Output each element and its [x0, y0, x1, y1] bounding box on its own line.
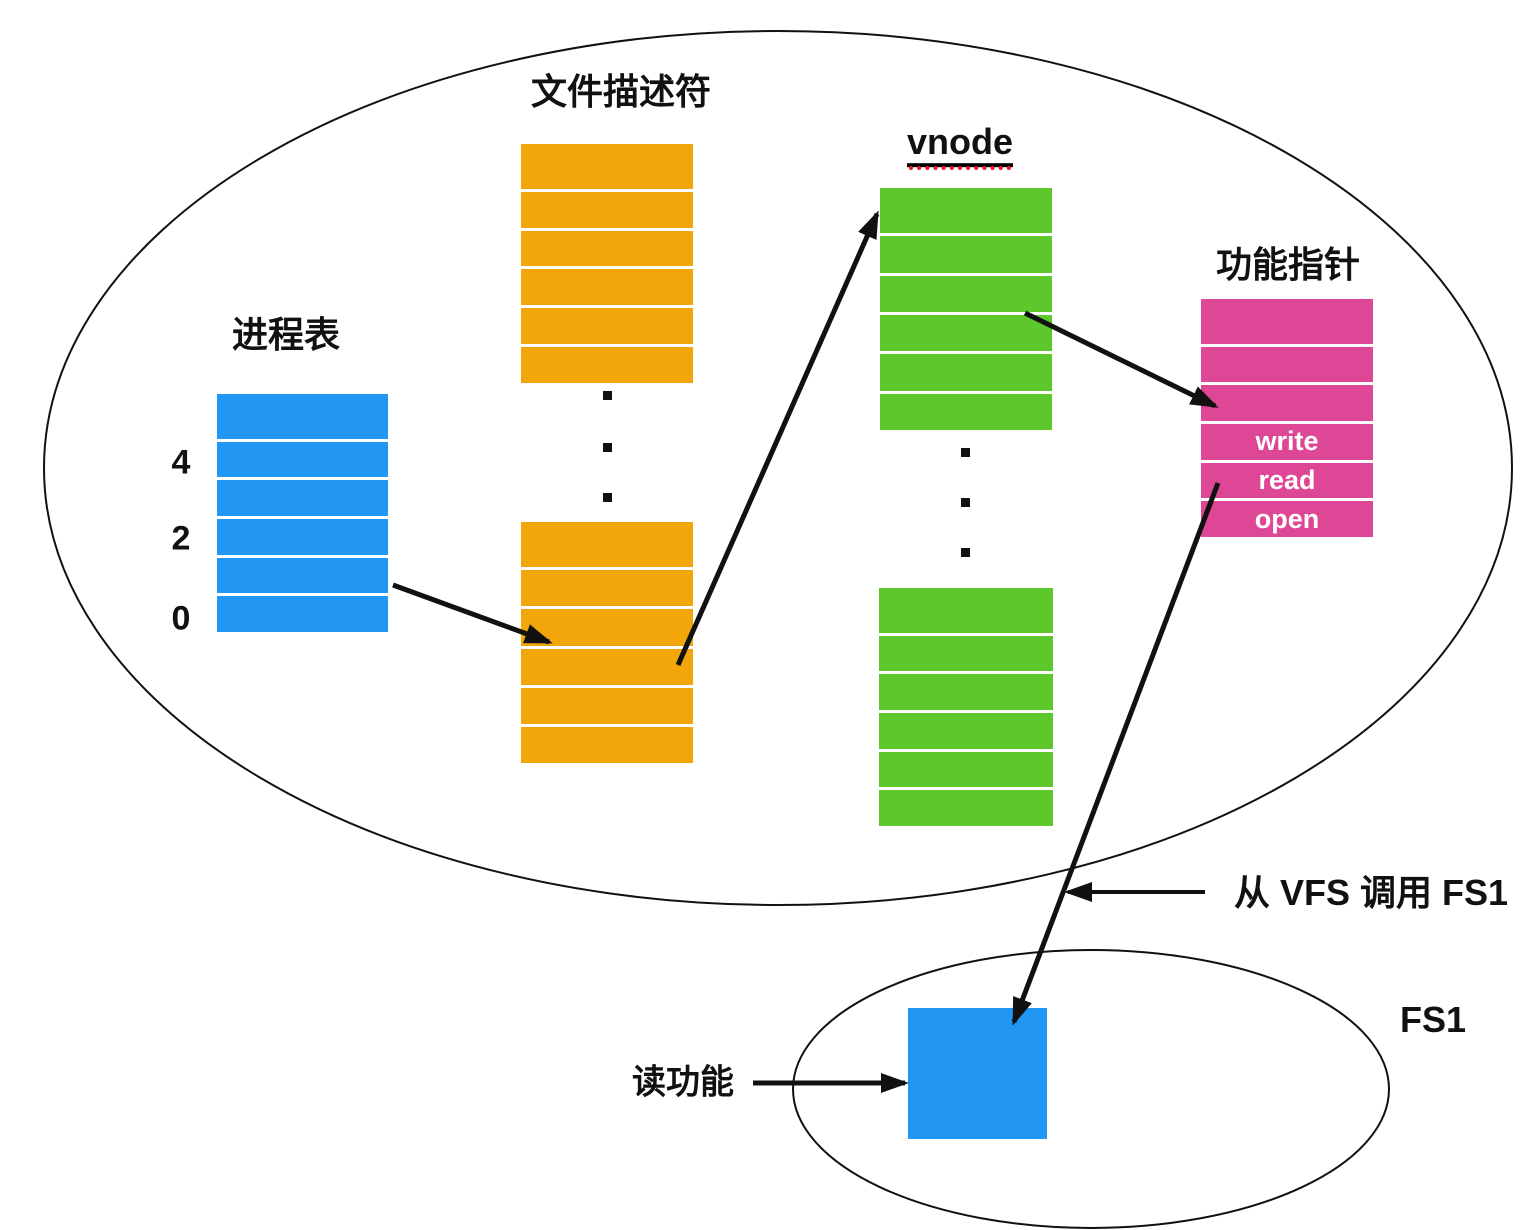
arrow-vnode-to-fnptr: [1023, 310, 1219, 409]
vnode-table-lower-row: [879, 712, 1053, 749]
fs1-region-ellipse: [792, 949, 1390, 1229]
vnode-table-lower-row: [879, 790, 1053, 826]
function-pointers-title: 功能指针: [1215, 244, 1361, 286]
fd-table-upper-row: [521, 191, 693, 228]
fd-table-upper-row: [521, 269, 693, 306]
function-pointer-table-row: write: [1201, 423, 1373, 460]
vnode-title-text: vnode: [906, 121, 1014, 168]
fd-table-upper-row: [521, 144, 693, 189]
vnode-table-upper-row: [880, 354, 1052, 391]
ellipsis-dot: [603, 493, 612, 502]
arrow-fd-to-vnode: [675, 210, 880, 667]
function-pointer-table-row: [1201, 385, 1373, 421]
fd-table-lower-row: [521, 648, 693, 685]
fs1-region-label: FS1: [1399, 999, 1467, 1041]
function-pointer-table-row: read: [1201, 462, 1373, 499]
vnode-table-upper-row: [880, 393, 1052, 430]
fd-table-upper-row: [521, 347, 693, 383]
vnode-table-lower-row: [879, 751, 1053, 788]
vnode-title: vnode: [906, 121, 1014, 168]
vnode-table-lower: [879, 588, 1053, 826]
read-function-label: 读功能: [632, 1063, 734, 1102]
fd-table-lower-row: [521, 522, 693, 568]
fd-table-lower-row: [521, 570, 693, 607]
vnode-table-upper-row: [880, 275, 1052, 313]
process-table: [217, 394, 388, 632]
vnode-table-lower-row: [879, 674, 1053, 710]
function-pointer-table-row: [1201, 299, 1373, 344]
process-table-row: [217, 441, 388, 478]
ellipsis-dot: [961, 448, 970, 457]
fd-index-2: 2: [171, 519, 191, 558]
ellipsis-dot: [603, 443, 612, 452]
fd-table-lower: [521, 522, 693, 763]
call-fs1-from-vfs-label: 从 VFS 调用 FS1: [1233, 872, 1509, 914]
function-pointer-table-row: open: [1201, 501, 1373, 537]
file-descriptor-title: 文件描述符: [530, 71, 712, 113]
process-table-row: [217, 596, 388, 632]
fd-table-lower-row: [521, 726, 693, 763]
ellipsis-dot: [961, 548, 970, 557]
function-pointer-table-row: [1201, 346, 1373, 383]
vnode-table-upper: [880, 188, 1052, 430]
fd-table-upper-row: [521, 308, 693, 345]
ellipsis-dot: [961, 498, 970, 507]
vnode-table-upper-row: [880, 188, 1052, 234]
fd-table-lower-row: [521, 609, 693, 646]
fd-table-upper-row: [521, 230, 693, 267]
vnode-spellcheck-underline-decoration: [909, 166, 1011, 170]
fs1-read-block: [908, 1008, 1047, 1139]
fd-index-0: 0: [171, 599, 191, 638]
vnode-table-lower-row: [879, 635, 1053, 672]
fd-table-upper: [521, 144, 693, 383]
ellipsis-dot: [603, 391, 612, 400]
process-table-row: [217, 518, 388, 555]
fd-table-lower-row: [521, 687, 693, 724]
process-table-row: [217, 480, 388, 516]
vnode-table-lower-row: [879, 588, 1053, 633]
vnode-table-upper-row: [880, 236, 1052, 273]
vnode-table-upper-row: [880, 315, 1052, 352]
fd-index-4: 4: [171, 443, 191, 482]
process-table-row: [217, 394, 388, 439]
process-table-title: 进程表: [231, 314, 341, 356]
process-table-row: [217, 557, 388, 594]
